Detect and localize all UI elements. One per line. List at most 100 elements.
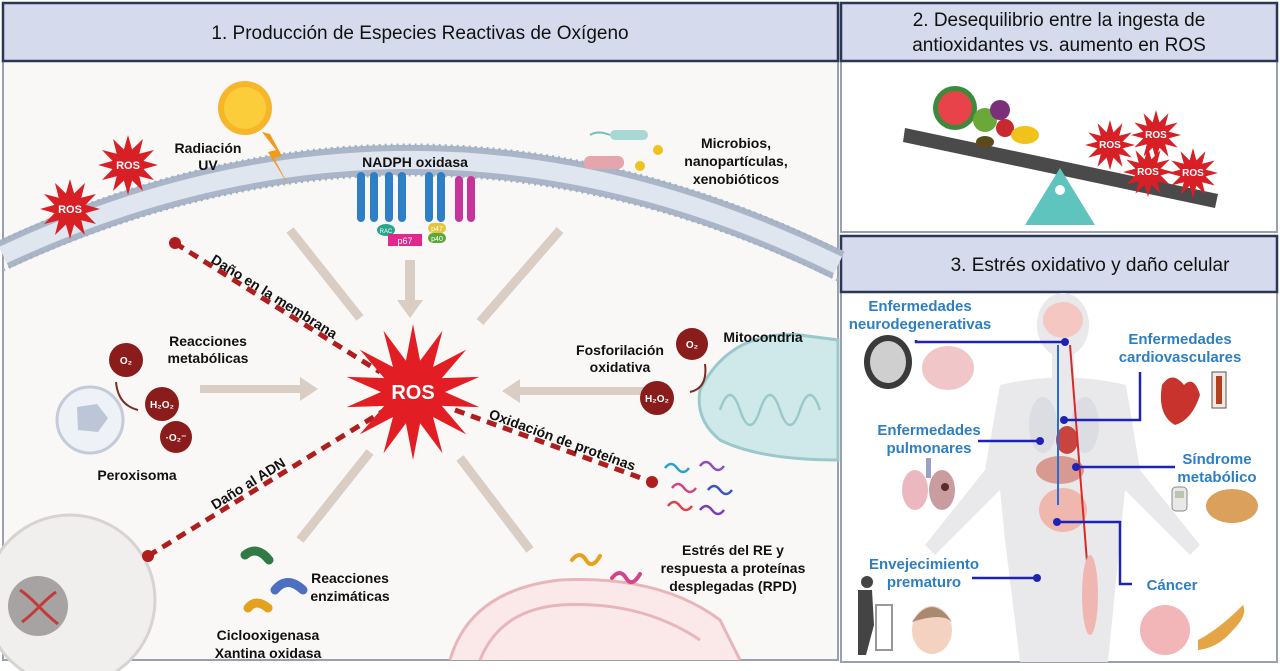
aging-label-line1: Envejecimiento (869, 556, 979, 573)
fatty-liver-icon (1206, 489, 1258, 523)
source-arrows (200, 227, 650, 553)
ros-star (1123, 147, 1173, 197)
er-stress-label-line1: Estrés del RE y (682, 542, 784, 558)
tumor-cells-icon (1140, 605, 1190, 655)
panel-3-header (839, 234, 1279, 294)
ros-star (98, 135, 158, 195)
metabolic-label-line1: Reacciones (169, 333, 247, 349)
glucometer-icon (1171, 486, 1188, 512)
panel-2-title-line2: antioxidantes vs. aumento en ROS (912, 35, 1206, 56)
microbes-label-line1: Microbios, (701, 135, 771, 151)
brain-scan-icon (864, 335, 912, 389)
uv-label-line1: Radiación (175, 140, 242, 156)
peroxisome (55, 385, 125, 455)
reaction-arrow (689, 363, 707, 393)
protein-oxidation-dot (646, 476, 658, 488)
panel-3-title: 3. Estrés oxidativo y daño celular (951, 255, 1230, 276)
connector-dot (1061, 338, 1069, 346)
metabolic-syndrome-label-line1: Síndrome (1182, 451, 1251, 468)
connector-cancer (1057, 520, 1132, 586)
sun-icon (218, 81, 290, 188)
connector-dot (1060, 416, 1068, 424)
ros-star-label: ROS (116, 160, 140, 172)
membrane-damage-dot (169, 237, 181, 249)
membrane-damage-line (173, 240, 382, 375)
connector-dot (1072, 463, 1080, 471)
pancreas-icon (1198, 605, 1245, 650)
arrow-enzymatic (296, 449, 374, 543)
cardio-label-line2: cardiovasculares (1119, 349, 1242, 366)
superoxide-molecule (160, 421, 192, 453)
ros-star (40, 179, 100, 239)
neuro-label-line1: Enfermedades (868, 298, 971, 315)
enzymatic-label-line1: Reacciones (311, 570, 389, 586)
ros-star-label: ROS (58, 204, 82, 216)
h2o2-label: H₂O₂ (645, 394, 669, 405)
p40-label: p40 (431, 236, 443, 243)
oxphos-label-line1: Fosforilación (576, 342, 664, 358)
proteins-icon (664, 460, 733, 516)
metabolic-syndrome-label-line2: metabólico (1177, 469, 1256, 486)
arrow-uv (286, 227, 364, 321)
ros-center-star (346, 324, 480, 460)
cancer-label: Cáncer (1147, 577, 1198, 594)
mitochondria-label: Mitocondria (723, 329, 803, 345)
endoplasmic-reticulum (448, 578, 742, 661)
lungs-icon (902, 458, 955, 510)
o2-molecule (109, 343, 143, 377)
oxphos-label-line2: oxidativa (590, 359, 651, 375)
arrow-mitochondria (502, 379, 650, 403)
ros-star-label: ROS (1099, 140, 1121, 151)
arrow-nadph (397, 260, 423, 318)
p47-label: p47 (431, 226, 443, 233)
connector-dot (1033, 574, 1041, 582)
uv-label-line2: UV (198, 157, 218, 173)
connector-dot (1053, 518, 1061, 526)
unfolded-proteins-icon (570, 553, 642, 585)
ros-star (1131, 110, 1181, 160)
microbes-icon (584, 130, 663, 171)
superoxide-label: ·O₂⁻ (166, 433, 187, 444)
heart-icon (1160, 371, 1227, 425)
er-stress-label-line3: desplegadas (RPD) (669, 578, 797, 594)
microbes-label-line3: xenobióticos (693, 171, 780, 187)
connector-cardio (1064, 372, 1142, 422)
panel-1-header (1, 1, 840, 63)
h2o2-molecule (640, 381, 674, 415)
enzymatic-label-line2: enzimáticas (310, 588, 390, 604)
h2o2-label: H₂O₂ (150, 400, 174, 411)
peroxisome-label: Peroxisoma (97, 467, 177, 483)
ros-star (1168, 148, 1218, 198)
mitochondrion (697, 333, 840, 462)
elderly-person-icon (858, 576, 893, 655)
dna-damage-line (146, 407, 387, 559)
rac-label: RAC (380, 229, 393, 235)
xanthine-oxidase-label: Xantina oxidasa (215, 645, 322, 661)
panel-2-title-line1: 2. Desequilibrio entre la ingesta de (913, 10, 1206, 31)
h2o2-molecule (145, 387, 179, 421)
ros-star-label: ROS (1145, 130, 1167, 141)
cell-membrane (0, 143, 845, 282)
aging-face-icon (912, 606, 952, 654)
arrow-er (456, 455, 534, 553)
pulmonary-label-line1: Enfermedades (877, 422, 980, 439)
metabolic-label-line2: metabólicas (168, 350, 249, 366)
ros-center-label: ROS (391, 382, 434, 404)
arrow-microbes (476, 227, 564, 325)
reaction-arrow (115, 381, 139, 411)
er-stress-label-line2: respuesta a proteínas (661, 560, 806, 576)
p67-label: p67 (397, 236, 412, 246)
arrow-metabolic (200, 377, 318, 401)
nadph-oxidase-icon (357, 172, 475, 246)
nadph-label: NADPH oxidasa (362, 154, 468, 170)
organs-icon (1029, 302, 1099, 635)
o2-molecule (676, 328, 708, 360)
ros-star-label: ROS (1182, 168, 1204, 179)
dna-damage-dot (142, 550, 154, 562)
o2-label: O₂ (686, 340, 698, 351)
neuro-label-line2: neurodegenerativas (849, 316, 992, 333)
cardio-label-line1: Enfermedades (1128, 331, 1231, 348)
connector-dot (1036, 437, 1044, 445)
nucleus (0, 513, 157, 671)
